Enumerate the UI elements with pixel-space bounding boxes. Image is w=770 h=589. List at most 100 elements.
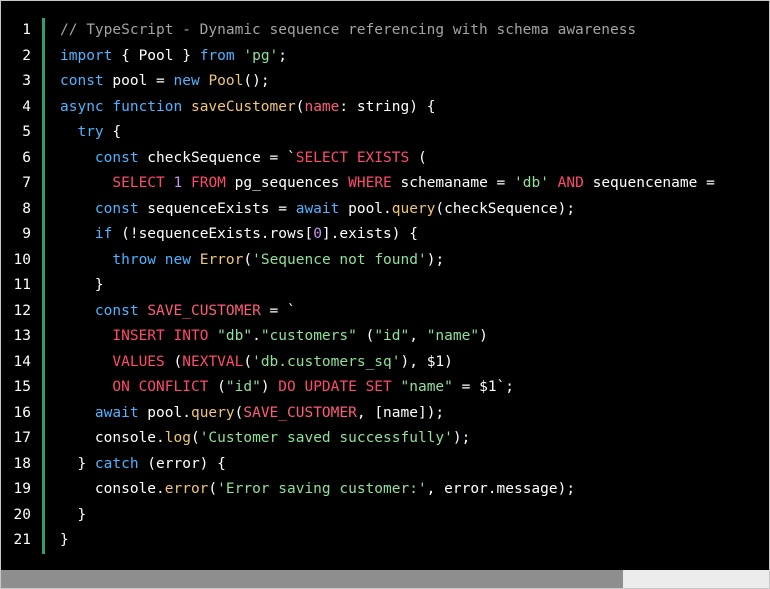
code-token: (); — [243, 73, 270, 89]
code-token: , error.message); — [426, 481, 576, 497]
code-token: const — [60, 73, 104, 89]
code-token: (checkSequence); — [435, 200, 576, 217]
code-token — [60, 405, 95, 421]
code-token: 0 — [313, 226, 322, 242]
code-token — [156, 252, 165, 268]
code-token: pool. — [339, 200, 392, 217]
code-token: query — [391, 200, 436, 217]
code-token: { — [103, 124, 122, 140]
code-token: ( — [243, 353, 253, 370]
code-token: ; — [278, 47, 288, 64]
line-number: 19 — [13, 481, 31, 497]
code-token: if — [94, 226, 113, 242]
code-token: ( — [356, 328, 375, 344]
line-number: 1 — [22, 22, 31, 38]
line-number: 11 — [13, 277, 31, 293]
scrollbar-thumb[interactable] — [1, 570, 623, 588]
code-token: await — [295, 200, 340, 217]
code-token: ( — [234, 404, 244, 421]
code-line: 8 const sequenceExists = await pool.quer… — [1, 197, 769, 223]
code-line: 21} — [1, 528, 769, 554]
code-token: const — [94, 149, 139, 166]
line-text: INSERT INTO "db"."customers" ("id", "nam… — [60, 324, 487, 350]
code-token: const — [94, 302, 139, 319]
code-token: ( — [164, 353, 183, 370]
code-token: 1 — [173, 175, 183, 191]
code-token — [208, 328, 217, 344]
line-number: 6 — [22, 149, 31, 166]
code-line: 20 } — [1, 503, 769, 529]
code-token: checkSequence = ` — [138, 149, 296, 166]
line-text: console.log('Customer saved successfully… — [60, 426, 470, 452]
code-token: "id" — [374, 328, 410, 344]
code-line: 13 INSERT INTO "db"."customers" ("id", "… — [1, 324, 769, 350]
code-token: ( — [208, 379, 226, 395]
code-token: AND — [557, 175, 584, 191]
line-text: if (!sequenceExists.rows[0].exists) { — [60, 222, 418, 248]
code-token: pg_sequences — [225, 175, 349, 191]
code-token — [60, 328, 112, 344]
code-token: ); — [426, 251, 445, 268]
line-text: } — [60, 503, 86, 529]
code-line: 6 const checkSequence = `SELECT EXISTS ( — [1, 146, 769, 172]
code-token — [182, 175, 191, 191]
code-line: 19 console.error('Error saving customer:… — [1, 477, 769, 503]
code-token: "name" — [400, 379, 453, 395]
code-token — [60, 226, 95, 242]
code-token: } — [60, 506, 87, 523]
line-text: async function saveCustomer(name: string… — [60, 95, 435, 121]
code-token: catch — [94, 455, 139, 472]
code-token: "db" — [217, 328, 253, 344]
code-token — [60, 303, 95, 319]
code-token: VALUES — [112, 353, 165, 370]
code-token — [60, 379, 112, 395]
code-token: const — [94, 200, 139, 217]
code-token: ); — [452, 430, 471, 446]
line-text: SELECT 1 FROM pg_sequences WHERE scheman… — [60, 171, 724, 197]
code-token: "name" — [426, 328, 480, 344]
line-number: 13 — [13, 328, 31, 344]
code-token: FROM — [190, 175, 226, 191]
line-text: VALUES (NEXTVAL('db.customers_sq'), $1) — [60, 350, 453, 376]
line-number: 21 — [13, 532, 31, 548]
code-token: DO UPDATE SET — [278, 379, 392, 395]
code-token: SELECT — [112, 175, 165, 191]
line-number: 16 — [13, 404, 31, 421]
code-token — [139, 303, 148, 319]
code-token — [549, 175, 558, 191]
code-token: ON CONFLICT — [112, 379, 209, 395]
code-token: ( — [208, 481, 218, 497]
code-line: 14 VALUES (NEXTVAL('db.customers_sq'), $… — [1, 350, 769, 376]
code-token: schemaname = — [391, 175, 514, 191]
horizontal-scrollbar[interactable] — [1, 570, 769, 588]
code-token — [60, 150, 95, 166]
code-token: ( — [243, 251, 253, 268]
code-token: SELECT EXISTS — [295, 149, 410, 166]
line-number: 15 — [13, 379, 31, 395]
line-number: 2 — [22, 47, 31, 64]
line-number: 8 — [22, 200, 31, 217]
code-token: error — [164, 481, 209, 497]
code-token: console. — [60, 430, 165, 446]
code-token: { Pool } — [112, 47, 200, 64]
code-line: 18 } catch (error) { — [1, 452, 769, 478]
code-token: "id" — [225, 379, 261, 395]
code-line: 1// TypeScript - Dynamic sequence refere… — [1, 18, 769, 44]
code-token: , [name]); — [356, 404, 445, 421]
code-token — [60, 201, 95, 217]
line-text: const checkSequence = `SELECT EXISTS ( — [60, 146, 427, 172]
code-token: name — [304, 98, 340, 115]
code-token: WHERE — [348, 175, 392, 191]
code-lines[interactable]: 1// TypeScript - Dynamic sequence refere… — [1, 18, 769, 554]
line-number: 12 — [13, 302, 31, 319]
code-line: 11 } — [1, 273, 769, 299]
code-token: , — [409, 328, 427, 344]
line-number: 10 — [13, 251, 31, 268]
code-token: await — [94, 404, 139, 421]
line-text: console.error('Error saving customer:', … — [60, 477, 575, 503]
line-text: ON CONFLICT ("id") DO UPDATE SET "name" … — [60, 375, 514, 401]
code-line: 16 await pool.query(SAVE_CUSTOMER, [name… — [1, 401, 769, 427]
code-token: import — [60, 47, 113, 64]
code-token: new — [173, 73, 200, 89]
